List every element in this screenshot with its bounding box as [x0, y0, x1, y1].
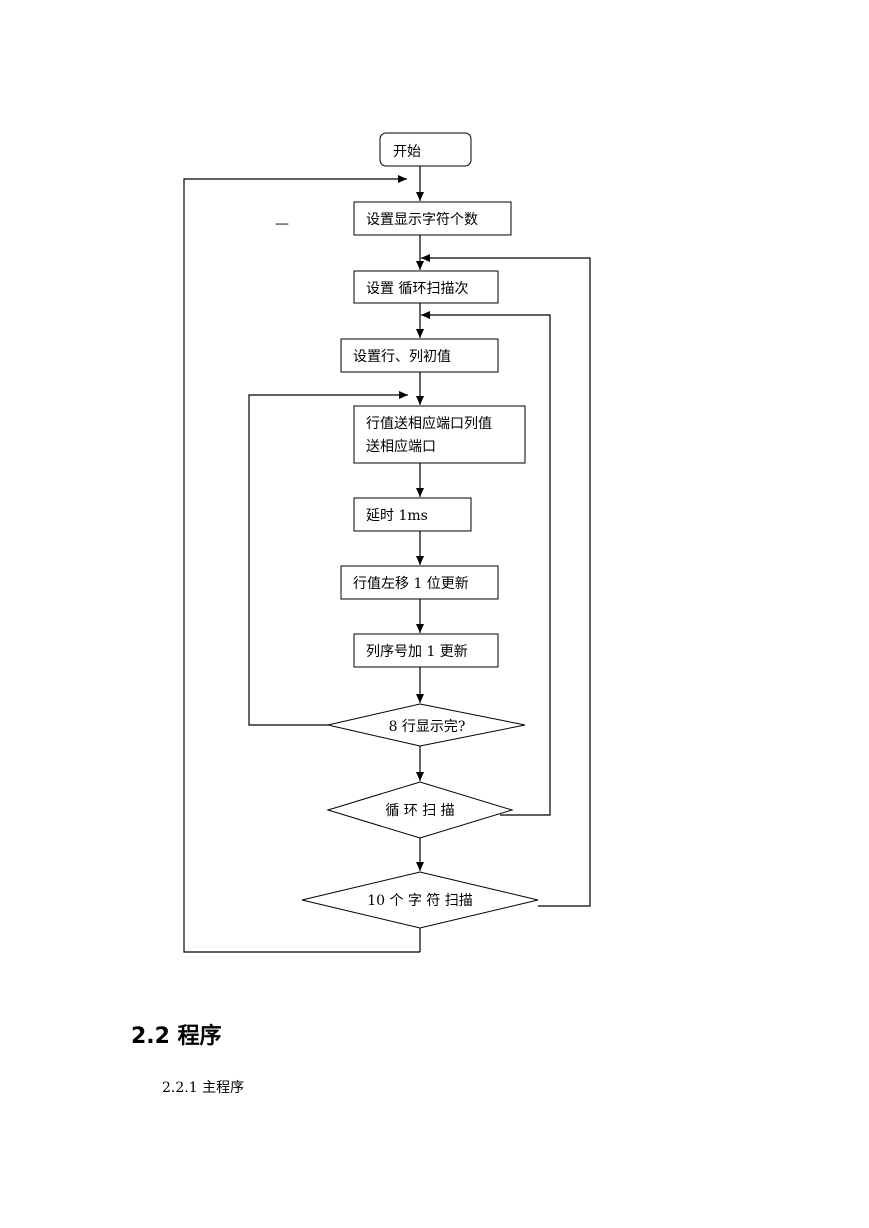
decision-loop-node: 循 环 扫 描 [326, 781, 514, 839]
start-label: 开始 [393, 144, 421, 160]
section-heading: 2.2 程序 [131, 1024, 222, 1049]
send-values-label-line2: 送相应端口 [366, 438, 436, 455]
loop-rows-connector [248, 391, 408, 726]
section-subheading: 2.2.1 主程序 [162, 1080, 245, 1096]
set-scan-count-label: 设置 循环扫描次 [366, 281, 468, 297]
send-values-node: 行值送相应端口列值 送相应端口 [353, 405, 526, 464]
flowchart: 开始 设置显示字符个数 设置 循环扫描次 设置行、列初值 行值送相应端口列值 送… [183, 132, 591, 953]
loop-scan-connector [421, 311, 551, 816]
shift-row-label: 行值左移 1 位更新 [353, 576, 469, 592]
set-char-count-node: 设置显示字符个数 [353, 201, 512, 236]
decision-loop-label: 循 环 扫 描 [385, 803, 454, 819]
send-values-label-line1: 行值送相应端口列值 [366, 415, 492, 432]
shift-row-node: 行值左移 1 位更新 [340, 565, 499, 600]
decision-chars-label: 10 个 字 符 扫描 [367, 893, 473, 909]
col-increment-label: 列序号加 1 更新 [366, 644, 468, 660]
set-scan-count-node: 设置 循环扫描次 [353, 270, 499, 304]
decision-chars-node: 10 个 字 符 扫描 [301, 871, 539, 929]
set-row-col-init-node: 设置行、列初值 [340, 338, 499, 373]
decision-rows-node: 8 行显示完? [327, 703, 526, 747]
col-increment-node: 列序号加 1 更新 [353, 633, 499, 668]
stray-dash-mark: — [275, 216, 289, 232]
start-node: 开始 [379, 132, 472, 167]
set-char-count-label: 设置显示字符个数 [366, 212, 478, 228]
delay-label: 延时 1ms [366, 508, 428, 524]
set-row-col-init-label: 设置行、列初值 [353, 348, 451, 365]
loop-outer-connector [183, 175, 420, 953]
decision-rows-label: 8 行显示完? [389, 719, 466, 735]
loop-chars-connector [421, 254, 591, 907]
delay-node: 延时 1ms [353, 497, 472, 532]
